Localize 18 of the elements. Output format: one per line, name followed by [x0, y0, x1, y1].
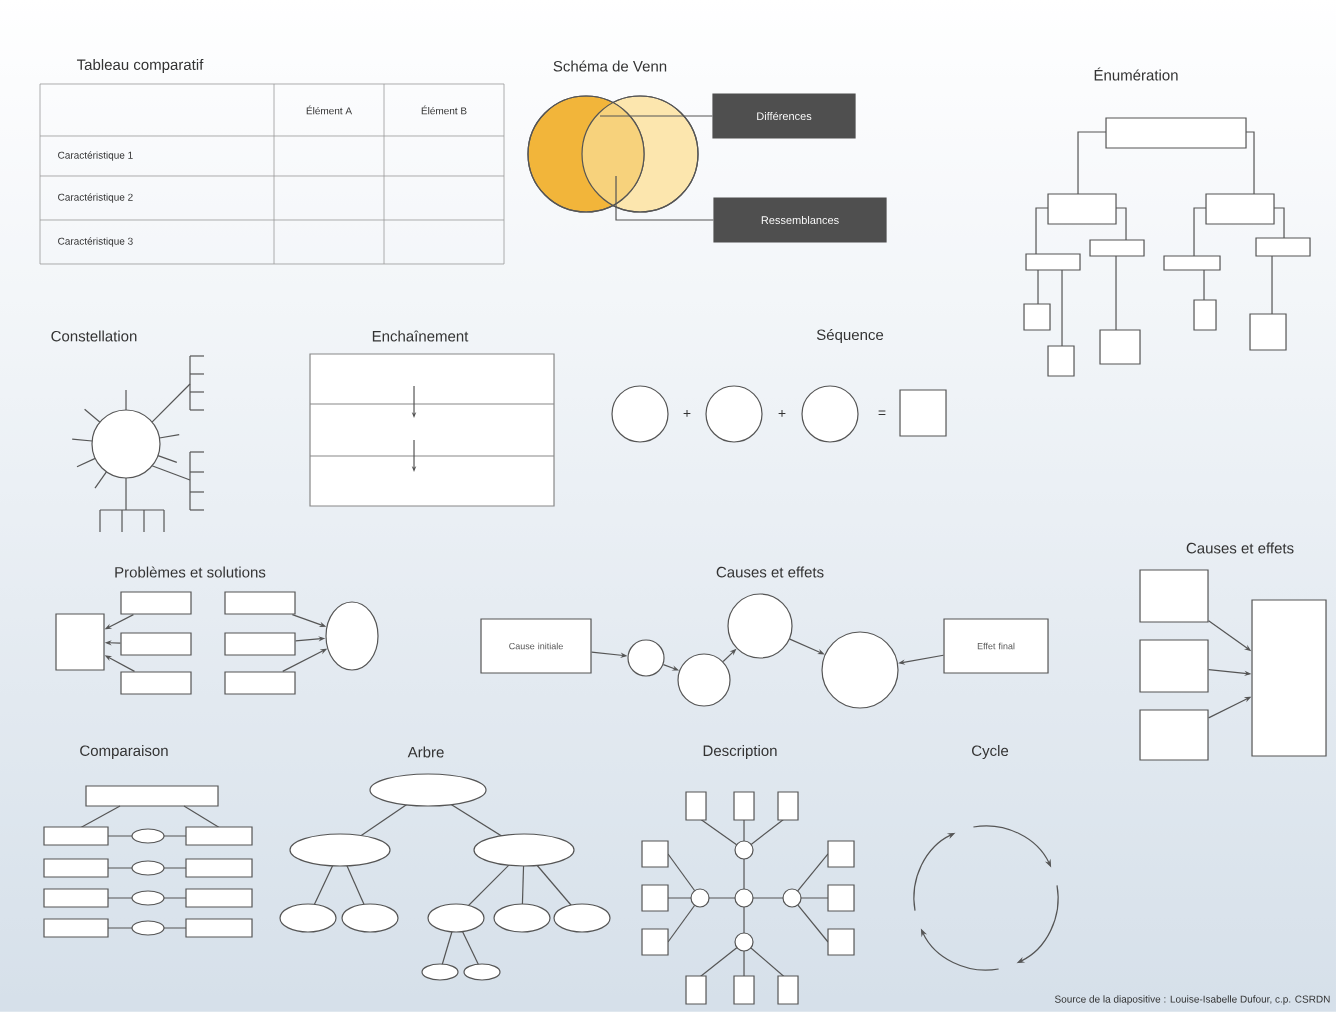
cause-box: [120, 591, 192, 615]
circle-shape: [627, 639, 665, 677]
solution-box: [224, 632, 296, 656]
solution-box: [224, 591, 296, 615]
solution-box: [224, 671, 296, 695]
cause-box: [1139, 569, 1209, 623]
circle-shape: [727, 593, 793, 659]
solution-ellipse: [325, 601, 379, 671]
problem-box: [55, 613, 105, 671]
cause-box: [120, 671, 192, 695]
circle-shape: [677, 653, 731, 707]
leader-line: [615, 175, 714, 221]
cause-box: [1139, 709, 1209, 761]
leader-line: [599, 115, 713, 117]
effect-box: [1251, 599, 1327, 757]
cause-box: [120, 632, 192, 656]
cause-box: [1139, 639, 1209, 693]
circle-shape: [821, 631, 899, 709]
